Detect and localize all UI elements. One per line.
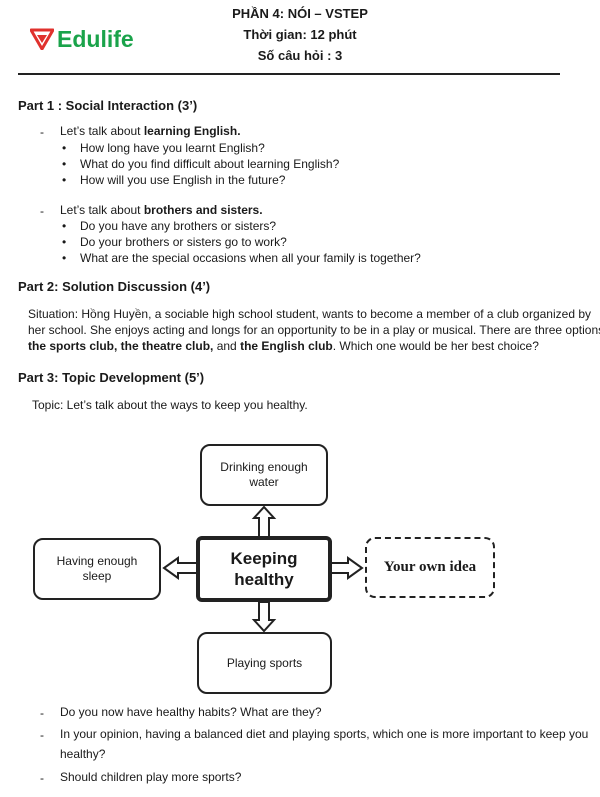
option-sports-theatre: the sports club, the theatre club, xyxy=(28,339,214,353)
box-text: Playing sports xyxy=(226,655,303,670)
box-text: Your own idea xyxy=(383,559,477,575)
logo-brand-text: Edulife xyxy=(57,25,134,52)
part1-topic1: Let’s talk about learning English. xyxy=(60,124,241,139)
bullet: • xyxy=(62,251,67,265)
box-text: healthy xyxy=(234,570,294,589)
option-english-club: the English club xyxy=(240,339,333,353)
arrow-up xyxy=(251,505,277,539)
bullet: • xyxy=(62,219,67,233)
situation-line2: her school. She enjoys acting and longs … xyxy=(28,323,600,337)
dash-marker: - xyxy=(40,125,44,139)
edulife-logo: Edulife xyxy=(30,24,160,54)
conjunction: and xyxy=(213,339,241,353)
bullet: • xyxy=(62,235,67,249)
dash-marker: - xyxy=(40,204,44,218)
question-1: Do you now have healthy habits? What are… xyxy=(60,705,322,719)
box-text: Keeping xyxy=(230,549,298,568)
header-divider xyxy=(18,73,560,75)
box-your-own-idea: Your own idea xyxy=(365,537,495,598)
box-keeping-healthy: Keeping healthy xyxy=(196,536,332,602)
part1-topic2: Let’s talk about brothers and sisters. xyxy=(60,203,263,218)
edulife-logo-icon xyxy=(30,28,54,50)
list-item: Do you have any brothers or sisters? xyxy=(80,219,277,233)
list-item: What do you find difficult about learnin… xyxy=(80,157,340,171)
part1-heading: Part 1 : Social Interaction (3’) xyxy=(18,98,198,113)
arrow-down xyxy=(251,601,277,633)
bullet: • xyxy=(62,157,67,171)
topic-prefix: Let’s talk about xyxy=(60,124,144,138)
arrow-left xyxy=(162,556,198,580)
question-count: Số câu hỏi : 3 xyxy=(257,48,343,63)
list-item: How will you use English in the future? xyxy=(80,173,286,187)
topic-bold: brothers and sisters. xyxy=(143,203,263,217)
situation-line3: the sports club, the theatre club, and t… xyxy=(28,339,539,354)
arrow-right xyxy=(330,556,364,580)
dash-marker: - xyxy=(40,728,44,742)
box-text: water xyxy=(249,475,279,489)
situation-question: . Which one would be her best choice? xyxy=(332,339,539,353)
part3-topic: Topic: Let’s talk about the ways to keep… xyxy=(32,398,308,412)
situation-line1: Situation: Hồng Huyền, a sociable high s… xyxy=(28,307,591,321)
part3-heading: Part 3: Topic Development (5’) xyxy=(18,370,205,385)
list-item: Do your brothers or sisters go to work? xyxy=(80,235,287,249)
question-3: Should children play more sports? xyxy=(60,770,242,784)
exam-title: PHẦN 4: NÓI – VSTEP xyxy=(232,6,368,21)
topic-bold: learning English. xyxy=(143,124,241,138)
box-text: sleep xyxy=(82,569,112,583)
exam-time: Thời gian: 12 phút xyxy=(243,27,357,42)
list-item: What are the special occasions when all … xyxy=(80,251,421,265)
box-text: Drinking enough xyxy=(220,460,308,474)
dash-marker: - xyxy=(40,771,44,785)
topic-prefix: Let’s talk about xyxy=(60,203,144,217)
question-2-cont: healthy? xyxy=(60,747,106,761)
part2-heading: Part 2: Solution Discussion (4’) xyxy=(18,279,211,294)
bullet: • xyxy=(62,173,67,187)
box-playing-sports: Playing sports xyxy=(197,632,332,694)
question-2: In your opinion, having a balanced diet … xyxy=(60,727,589,741)
list-item: How long have you learnt English? xyxy=(80,141,265,155)
box-text: Having enough xyxy=(56,554,138,568)
bullet: • xyxy=(62,141,67,155)
dash-marker: - xyxy=(40,706,44,720)
